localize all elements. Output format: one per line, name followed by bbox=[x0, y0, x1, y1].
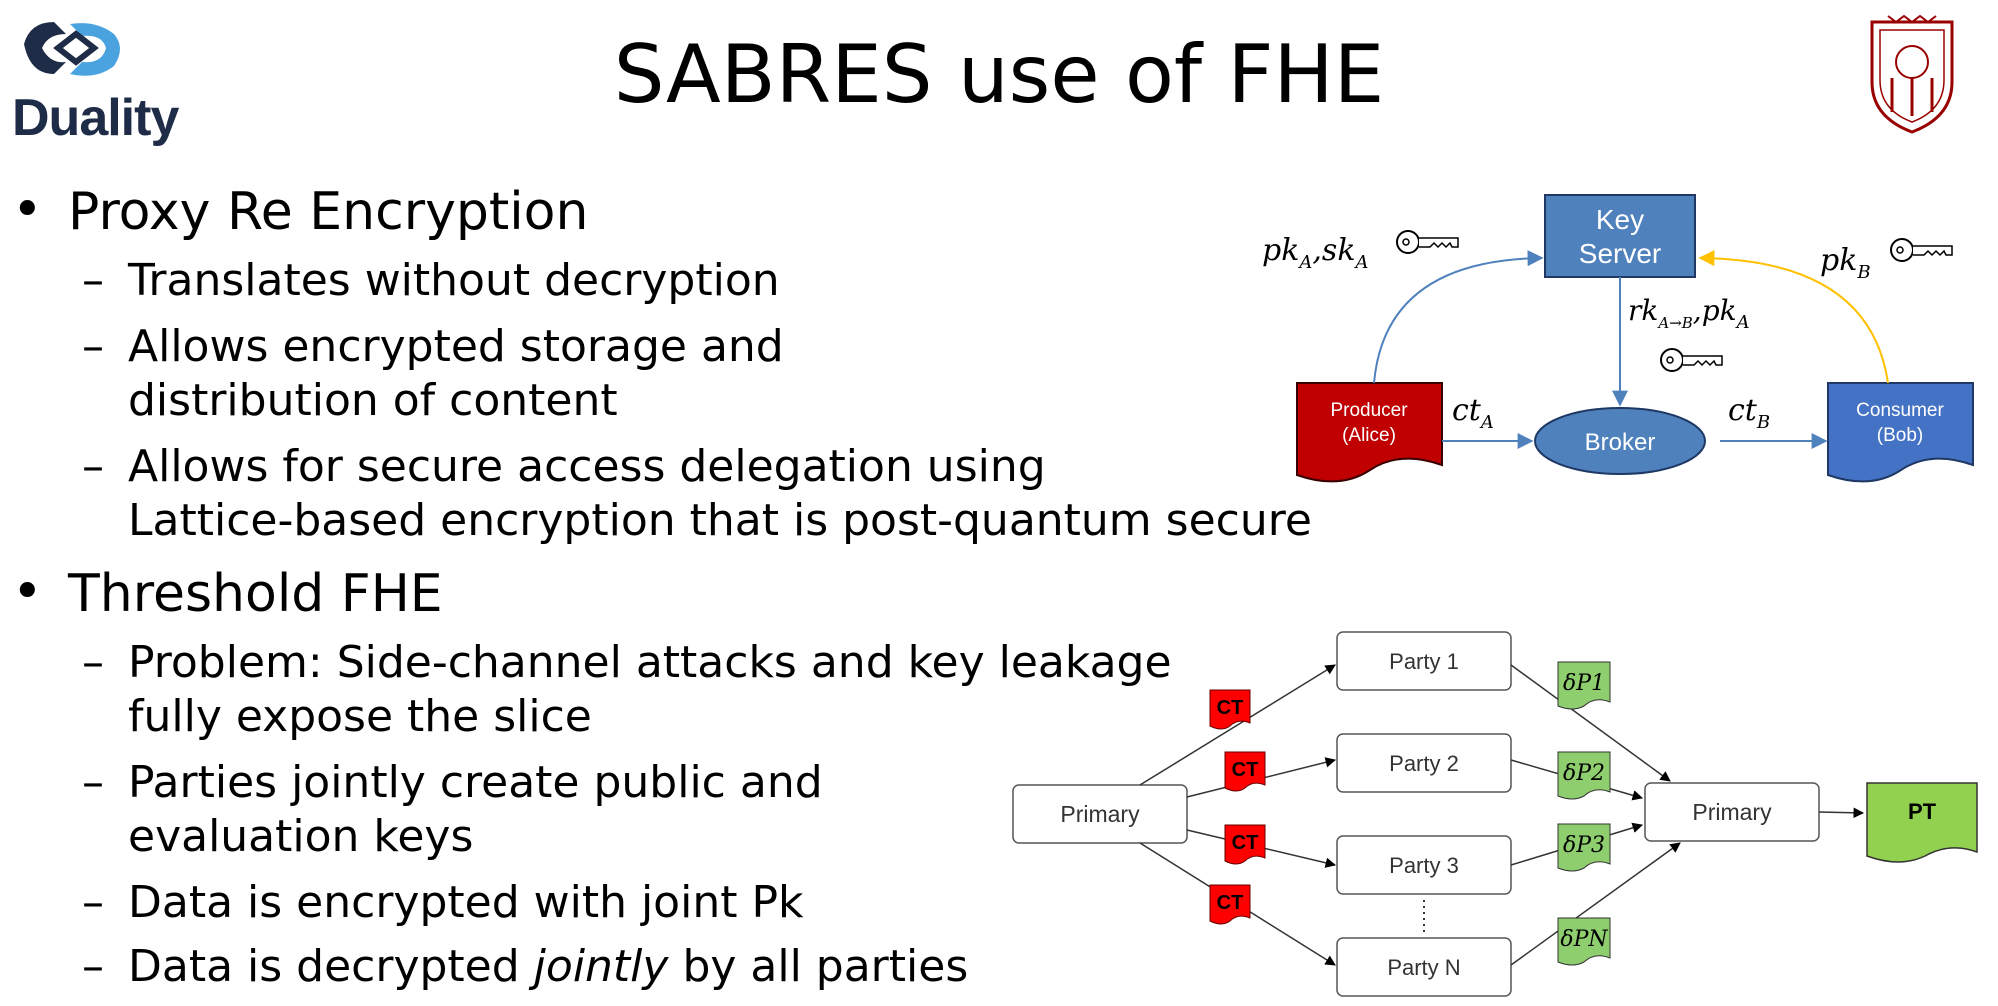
svg-text:CT: CT bbox=[1217, 697, 1244, 719]
label-pk-b: pkB bbox=[1820, 243, 1871, 283]
sub-item-text: Data is decrypted bbox=[128, 941, 534, 992]
key-icon bbox=[1890, 238, 1953, 262]
svg-text:δP2: δP2 bbox=[1563, 761, 1605, 786]
sub-item-continued: evaluation keys bbox=[128, 810, 473, 864]
producer-document-shape bbox=[1296, 382, 1443, 483]
key-icon bbox=[1396, 230, 1459, 254]
section-heading: Threshold FHE bbox=[68, 564, 443, 624]
arrow-primary-to-pt bbox=[1818, 807, 1865, 819]
ct-tag: CT bbox=[1224, 751, 1266, 792]
partial-tag: δP2 bbox=[1557, 751, 1611, 800]
duality-logo: Duality bbox=[10, 14, 192, 147]
arrow-consumer-to-keyserver bbox=[1698, 250, 1889, 384]
broker-label: Broker bbox=[1585, 429, 1656, 456]
sub-item-text: Parties jointly create public and bbox=[128, 757, 823, 808]
svg-text:CT: CT bbox=[1232, 759, 1259, 781]
sub-item-text: by all parties bbox=[668, 941, 969, 992]
key-icon bbox=[1660, 348, 1723, 372]
consumer-document-shape bbox=[1827, 382, 1974, 483]
sub-item-text: Lattice-based encryption that is post-qu… bbox=[128, 495, 1312, 546]
key-server-box bbox=[1544, 194, 1696, 278]
seal-icon bbox=[1870, 14, 1954, 134]
consumer-label-2: (Bob) bbox=[1877, 425, 1923, 446]
consumer-label-1: Consumer bbox=[1856, 400, 1944, 421]
label-rk: rkA→B,pkA bbox=[1628, 294, 1750, 333]
sub-item: –Parties jointly create public and bbox=[82, 757, 823, 808]
svg-text:CT: CT bbox=[1217, 892, 1244, 914]
sub-item-continued: fully expose the slice bbox=[128, 690, 592, 744]
sub-item-text: Data is encrypted with joint Pk bbox=[128, 877, 804, 928]
key-server-label-1: Key bbox=[1596, 204, 1644, 235]
sub-item-text: Allows encrypted storage and bbox=[128, 321, 784, 372]
party-box bbox=[1336, 631, 1512, 691]
bullet-dot: • bbox=[12, 180, 43, 240]
emphasis-text: jointly bbox=[533, 941, 669, 992]
pt-tag: PT bbox=[1866, 782, 1978, 863]
sub-item: –Problem: Side-channel attacks and key l… bbox=[82, 637, 1172, 688]
arrow-primary-to-party bbox=[1139, 664, 1336, 786]
bullet-threshold-fhe: • Threshold FHE bbox=[12, 564, 443, 624]
arrow-party-to-primary bbox=[1510, 842, 1681, 966]
sub-item: –Data is decrypted jointly by all partie… bbox=[82, 941, 969, 992]
sub-item-text: Allows for secure access delegation usin… bbox=[128, 441, 1046, 492]
duality-logo-icon bbox=[24, 22, 120, 76]
threshold-diagram: Primary Primary Party 1 Party 2 Party 3 … bbox=[1012, 631, 1978, 997]
svg-text:δP1: δP1 bbox=[1563, 671, 1605, 696]
sub-item: –Allows encrypted storage and bbox=[82, 321, 784, 372]
bullet-proxy-re-encryption: • Proxy Re Encryption bbox=[12, 182, 589, 242]
ct-tag: CT bbox=[1209, 689, 1251, 730]
producer-label-2: (Alice) bbox=[1342, 425, 1396, 446]
svg-text:δPN: δPN bbox=[1560, 927, 1608, 952]
ct-tag: CT bbox=[1224, 824, 1266, 865]
slide-title: SABRES use of FHE bbox=[613, 28, 1385, 121]
ct-tag: CT bbox=[1209, 884, 1251, 925]
party-label: Party N bbox=[1387, 955, 1460, 980]
bullet-dot: • bbox=[12, 562, 43, 622]
sub-item-continued: distribution of content bbox=[128, 374, 618, 428]
duality-logo-text: Duality bbox=[12, 89, 179, 147]
sub-item-text: distribution of content bbox=[128, 375, 618, 426]
key-server-label-2: Server bbox=[1579, 238, 1661, 269]
primary-left-label: Primary bbox=[1060, 801, 1140, 827]
section-heading: Proxy Re Encryption bbox=[68, 182, 589, 242]
sub-item-text: fully expose the slice bbox=[128, 691, 592, 742]
party-box bbox=[1336, 937, 1512, 997]
sub-item-text: Problem: Side-channel attacks and key le… bbox=[128, 637, 1172, 688]
party-label: Party 3 bbox=[1389, 853, 1459, 878]
sub-item: –Allows for secure access delegation usi… bbox=[82, 441, 1046, 492]
party-label: Party 1 bbox=[1389, 649, 1459, 674]
label-ct-b: ctB bbox=[1728, 393, 1770, 433]
partial-tag: δP1 bbox=[1557, 661, 1611, 710]
primary-right-label: Primary bbox=[1692, 799, 1772, 825]
broker-ellipse bbox=[1534, 407, 1706, 475]
pre-diagram: Key Server Producer (Alice) Consumer (Bo… bbox=[1262, 194, 1974, 483]
university-seal bbox=[1862, 12, 1962, 137]
arrow-producer-to-keyserver bbox=[1373, 250, 1544, 384]
svg-text:CT: CT bbox=[1232, 832, 1259, 854]
partial-tag: δP3 bbox=[1557, 823, 1611, 872]
svg-text:δP3: δP3 bbox=[1563, 833, 1605, 858]
svg-text:PT: PT bbox=[1908, 799, 1937, 824]
arrow-party-to-primary bbox=[1510, 664, 1671, 782]
producer-label-1: Producer bbox=[1330, 400, 1408, 421]
partial-tag: δPN bbox=[1557, 917, 1611, 966]
sub-item-text: evaluation keys bbox=[128, 811, 474, 862]
sub-item-continued: Lattice-based encryption that is post-qu… bbox=[128, 494, 1312, 548]
party-box bbox=[1336, 733, 1512, 793]
primary-left-box bbox=[1012, 784, 1188, 844]
label-pk-sk-a: pkA,skA bbox=[1262, 233, 1369, 273]
sub-item: –Data is encrypted with joint Pk bbox=[82, 877, 804, 928]
label-ct-a: ctA bbox=[1452, 393, 1494, 433]
party-label: Party 2 bbox=[1389, 751, 1459, 776]
sub-item-text: Translates without decryption bbox=[128, 255, 780, 306]
sub-item: –Translates without decryption bbox=[82, 255, 780, 306]
